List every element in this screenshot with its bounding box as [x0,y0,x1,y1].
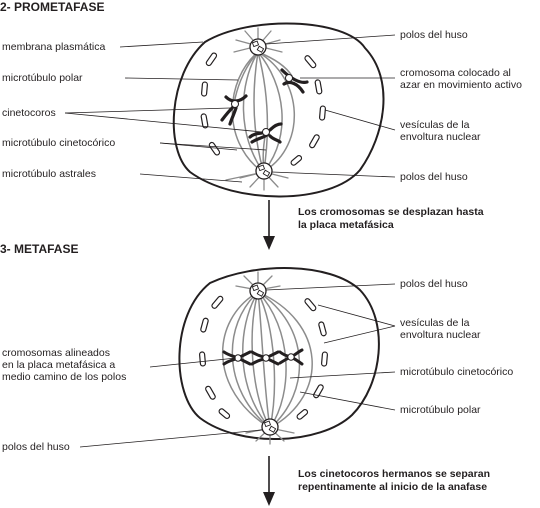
label-aligned-line1: cromosomas alineados [2,347,110,359]
metaphase-vesicles [199,295,328,420]
metaphase-cell [178,267,380,445]
prometaphase-chromosome-right [280,68,309,94]
metaphase-heading: 3- METAFASE [0,242,79,256]
label-kinetochores: cinetocoros [2,107,56,119]
label-aligned-line3: medio camino de los polos [2,371,127,383]
label-astral-microtubules: microtúbulo astrales [2,168,96,180]
transition-note-2-line2: repentinamente al inicio de la anafase [298,481,488,493]
label-aligned-line2: en la placa metafásica a [2,359,116,371]
label-spindle-poles-top: polos del huso [400,29,468,41]
label-metaphase-vesicles-line1: vesículas de la [400,317,470,329]
label-kinetochore-microtubule: microtúbulo cinetocórico [2,137,116,149]
metaphase-pole-bottom [261,418,279,436]
prometaphase-pole-bottom [255,162,273,180]
prometaphase-spindle [231,51,296,171]
label-plasma-membrane: membrana plasmática [2,41,106,53]
prometaphase-kinetochore-left [231,100,239,108]
transition-note-1-line1: Los cromosomas se desplazan hasta [298,206,484,218]
label-metaphase-kinetochore-microtubule: microtúbulo cinetocórico [400,366,514,378]
metaphase-leader-lines [79,283,396,448]
transition-note-1-line2: la placa metafásica [298,219,394,231]
label-chromosome-line1: cromosoma colocado al [400,67,511,79]
label-spindle-poles-left: polos del huso [2,441,70,453]
label-vesicles-line1: vesículas de la [400,119,470,131]
prometaphase-kinetochore-right [285,74,293,82]
metaphase-plasma-membrane [178,267,380,440]
label-spindle-poles-bottom: polos del huso [400,171,468,183]
label-chromosome-line2: azar en movimiento activo [400,79,522,91]
prometaphase-leader-lines [64,34,396,183]
label-metaphase-spindle-poles-top: polos del huso [400,278,468,290]
prometaphase-plasma-membrane [172,22,385,198]
prometaphase-cell [172,22,385,198]
transition-note-2-line1: Los cinetocoros hermanos se separan [298,468,490,480]
label-vesicles-line2: envoltura nuclear [400,131,481,143]
transition-arrow-2 [263,456,275,506]
prometaphase-vesicles [200,52,326,166]
prometaphase-heading: 2- PROMETAFASE [0,0,105,14]
prometaphase-kinetochore-center [262,128,270,136]
label-metaphase-vesicles-line2: envoltura nuclear [400,329,481,341]
prometaphase-pole-top [249,38,267,56]
metaphase-pole-top [249,282,267,300]
transition-arrow-1 [263,200,275,250]
label-metaphase-polar-microtubule: microtúbulo polar [400,404,481,416]
label-polar-microtubule: microtúbulo polar [2,72,83,84]
metaphase-kinetochores [234,353,295,362]
